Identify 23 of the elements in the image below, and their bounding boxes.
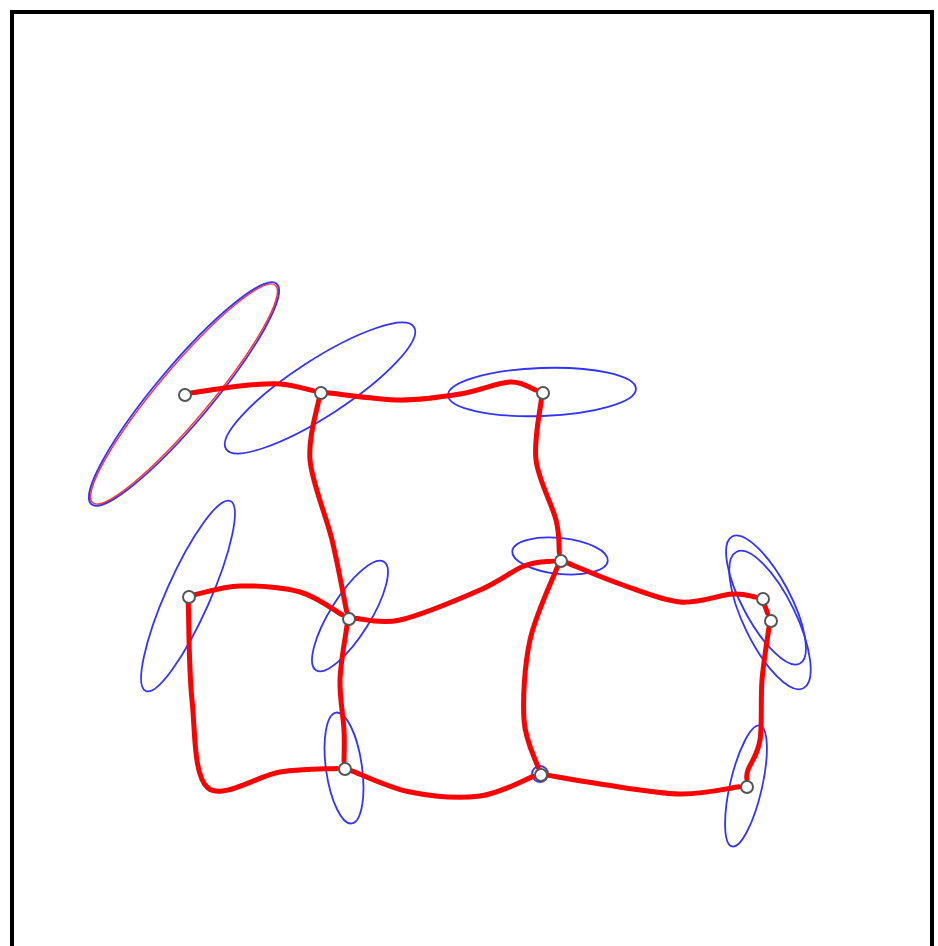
pose-node: [177, 387, 191, 401]
trajectory-line: [744, 624, 772, 782]
pose-node: [755, 591, 769, 605]
trajectory-line: [544, 772, 742, 797]
pose-node: [341, 611, 355, 625]
trajectory-line: [192, 583, 345, 618]
pose-node: [313, 385, 327, 399]
trajectory-line: [337, 622, 350, 764]
trajectory-line: [352, 558, 556, 625]
trajectory-line: [188, 381, 316, 396]
trajectory-line: [324, 379, 538, 403]
pose-node: [763, 613, 777, 627]
trajectory-line: [521, 564, 561, 770]
pose-node: [739, 779, 753, 793]
trajectory-line: [761, 602, 771, 616]
trajectory-line: [533, 396, 562, 556]
pose-node: [337, 761, 351, 775]
pose-node: [535, 385, 549, 399]
trajectory-line: [307, 396, 350, 614]
pose-node: [181, 589, 195, 603]
trajectory-line: [564, 560, 758, 605]
trajectory-line: [185, 600, 340, 794]
trajectory-line: [348, 767, 536, 800]
